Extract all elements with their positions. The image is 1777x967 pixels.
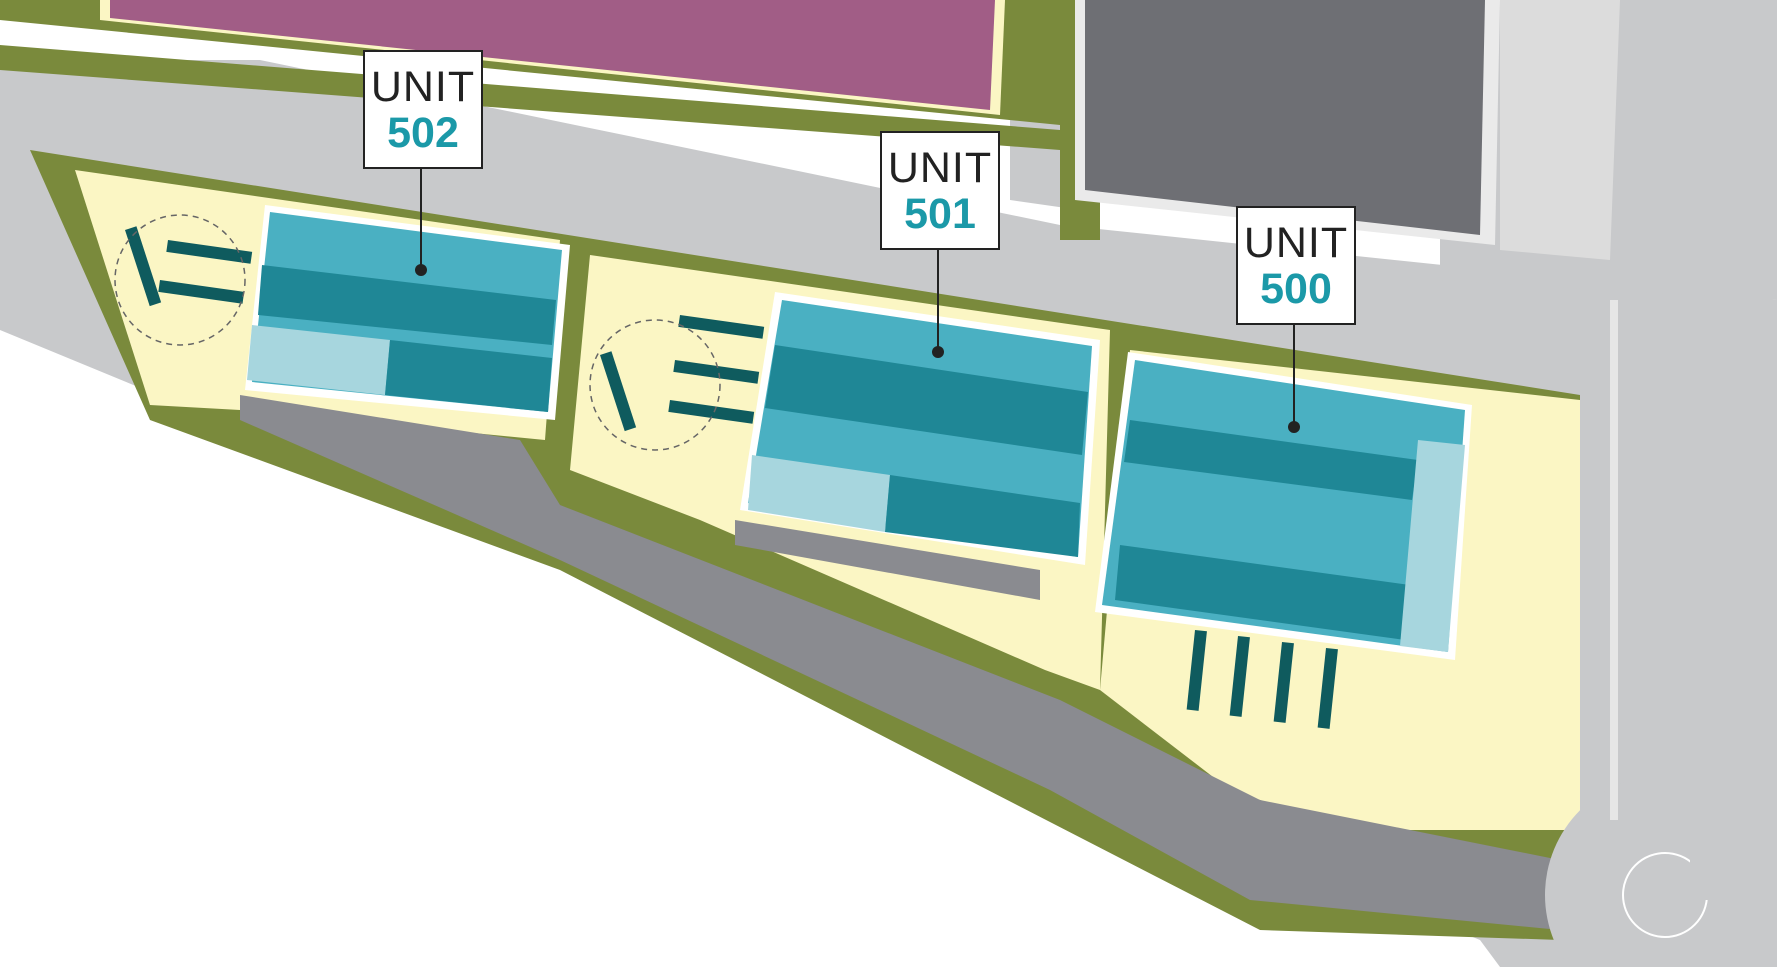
unit-500-leader-line — [1293, 325, 1295, 425]
unit-502-label-word: UNIT — [370, 63, 476, 111]
unit-502-leader-line — [420, 169, 422, 269]
unit-501-leader-line — [937, 250, 939, 350]
unit-500-label-word: UNIT — [1243, 219, 1349, 267]
unit-502-label: UNIT 502 — [363, 50, 483, 169]
unit-500-label-number: 500 — [1260, 265, 1332, 313]
docking-bays — [125, 226, 1338, 729]
neighbour-building-grey — [1060, 0, 1620, 260]
unit-500-label: UNIT 500 — [1236, 206, 1356, 325]
service-roads — [240, 395, 1560, 930]
unit-502-marker — [415, 264, 427, 276]
unit-501-label-word: UNIT — [887, 144, 993, 192]
unit-501-label: UNIT 501 — [880, 131, 1000, 250]
neighbour-building-pink — [0, 0, 1065, 150]
unit-501-building — [740, 292, 1100, 565]
unit-500-marker — [1288, 421, 1300, 433]
unit-501-label-number: 501 — [904, 190, 976, 238]
unit-502-building — [245, 205, 570, 420]
turning-circles — [114, 214, 721, 451]
unit-501-marker — [932, 346, 944, 358]
roundabout — [1545, 300, 1777, 967]
unit-500-building — [1095, 352, 1472, 660]
unit-502-label-number: 502 — [387, 109, 459, 157]
